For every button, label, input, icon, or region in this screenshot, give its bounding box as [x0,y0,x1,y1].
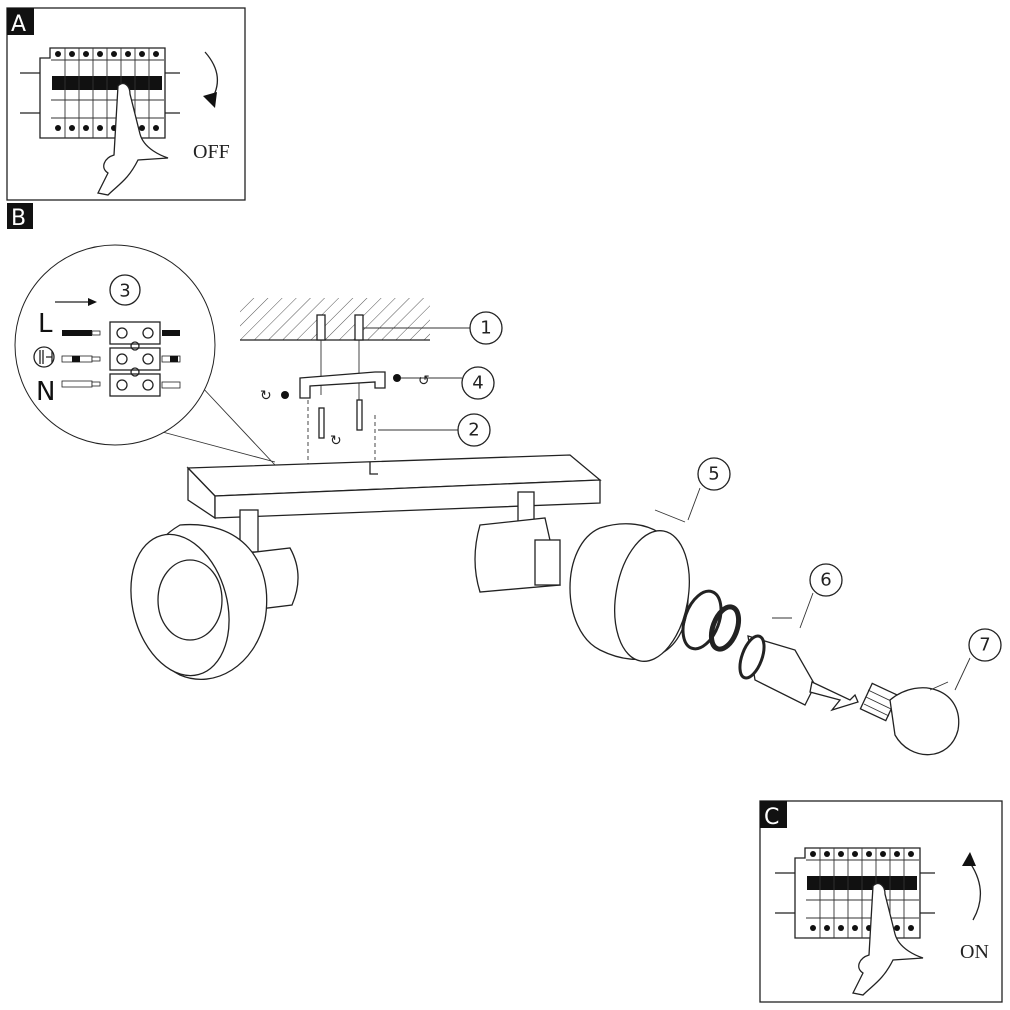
ceiling-bar [186,454,602,520]
arrow-up-icon [967,859,982,921]
step-a-badge [7,8,34,35]
terminal-block [109,321,161,397]
step-a-frame [6,7,246,201]
right-spotlight [474,491,690,662]
on-label: ON [960,941,989,963]
callout-5: 5 [708,464,719,485]
bracket-screw [393,374,401,382]
ceiling-mount: ↻ ↻ ↺ [240,298,470,465]
step-b-label: B [11,206,26,231]
left-spotlight [130,509,299,680]
wiring-detail: 3 L N [14,244,276,466]
wall-plug [354,314,364,341]
step-a-label: A [11,12,26,37]
step-b-badge [7,203,33,229]
step-c-badge [760,801,787,828]
rotate-icon: ↻ [260,388,272,404]
ceiling [240,298,430,340]
wiring-magnifier [14,244,216,446]
step-c-frame [759,800,1003,1003]
neutral-label: N [36,377,55,407]
callout-4: 4 [472,373,483,394]
callout-3-circle [109,274,141,306]
arrowhead-icon [203,92,217,108]
live-label: L [38,309,53,339]
lock-nut [708,604,742,652]
callout-7: 7 [979,635,990,656]
screw [356,399,363,431]
step-c-label: C [764,805,779,830]
off-label: OFF [193,141,230,163]
wall-plug [316,314,326,341]
bracket-screw [281,391,289,399]
callout-2: 2 [468,420,479,441]
callouts: 1 2 4 5 6 7 [457,311,1002,691]
shade-ring [681,589,723,651]
circuit-breaker-icon [774,847,936,996]
step-c-panel: C ON [759,800,1003,1003]
rotate-icon: ↻ [330,433,342,449]
circuit-breaker-icon [19,47,181,196]
rotate-arrow-icon [772,617,949,691]
lamp-socket [738,634,859,712]
mounting-bracket [299,371,386,399]
light-bulb [859,682,960,756]
arrow-right-icon [88,298,97,306]
arrowhead-icon [962,852,976,866]
earth-icon [33,346,55,368]
callout-6: 6 [820,570,831,591]
callout-3: 3 [119,281,130,302]
callout-1: 1 [480,318,491,339]
step-a-panel: A OFF [6,7,246,201]
screw [318,407,325,439]
rotate-icon: ↺ [418,373,430,389]
